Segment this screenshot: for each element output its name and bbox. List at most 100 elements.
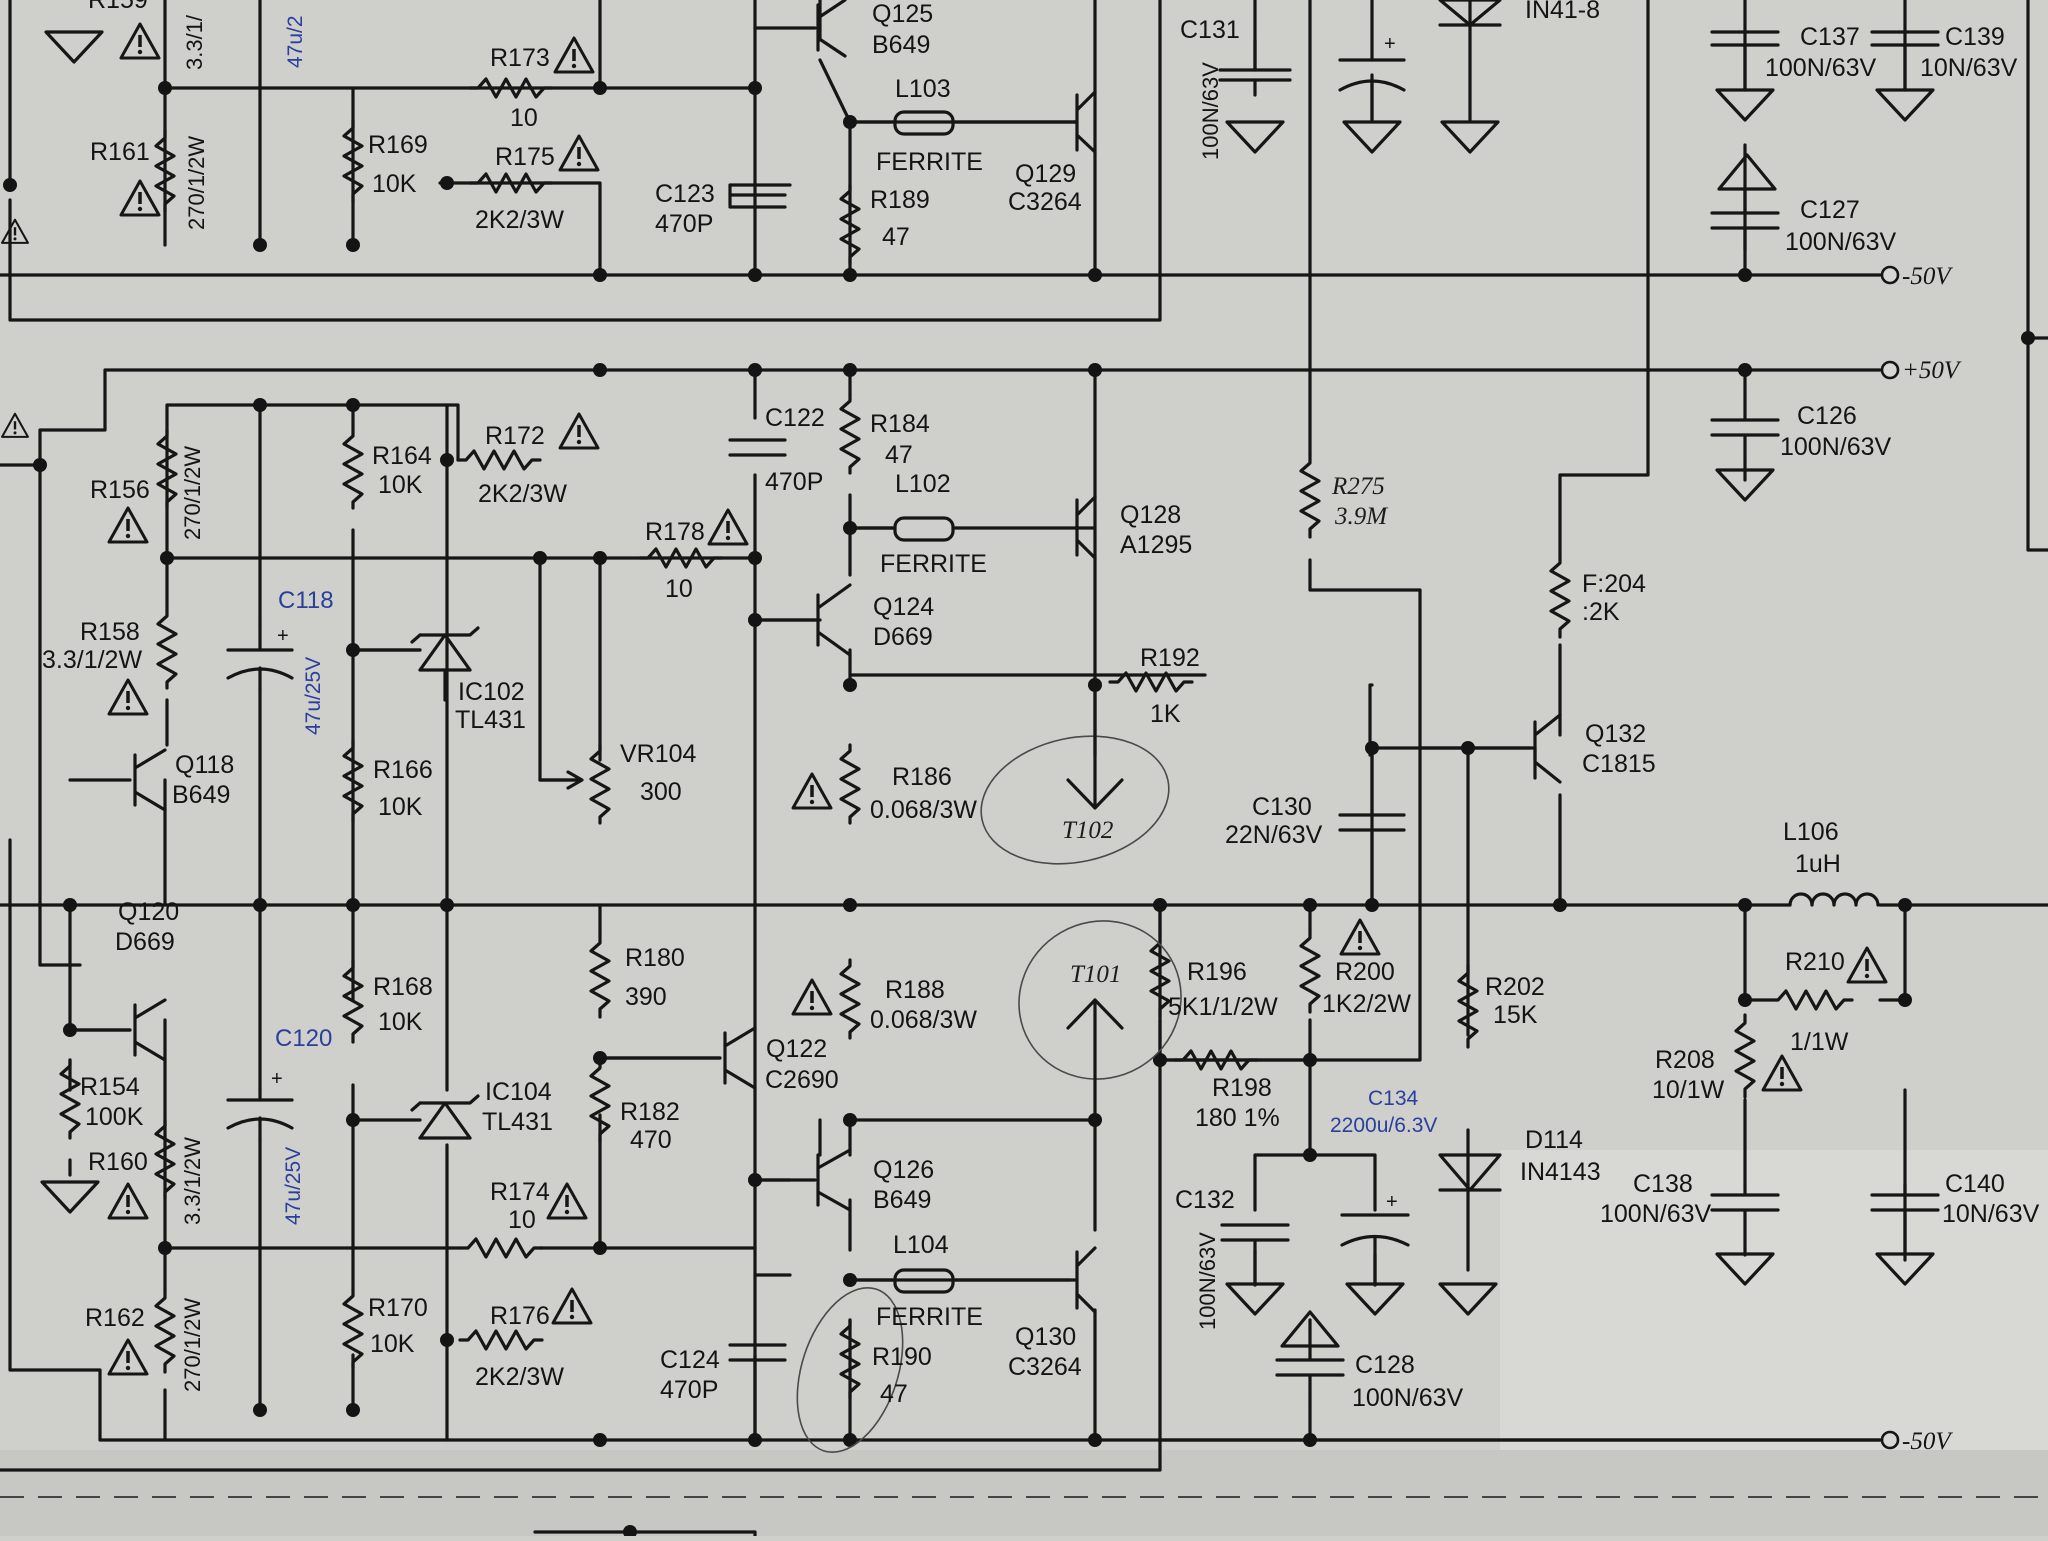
label-r160-val: 3.3/1/2W <box>180 1137 205 1225</box>
capacitor-c140 <box>1870 1183 1940 1257</box>
label-c134-val: 2200u/6.3V <box>1330 1114 1437 1137</box>
label-r164-ref: R164 <box>372 442 432 470</box>
label-r208-val: 10/1W <box>1652 1076 1725 1104</box>
label-c118-ref: C118 <box>278 587 334 614</box>
label-r204-val: :2K <box>1582 598 1620 626</box>
pencil-circle-t102 <box>980 735 1170 865</box>
label-r158-ref: R158 <box>80 618 140 646</box>
label-ic102-ref: IC102 <box>458 678 525 706</box>
label-r188-val: 0.068/3W <box>870 1006 977 1034</box>
resistor-r190 <box>839 1318 861 1400</box>
label-l104-val: FERRITE <box>876 1303 983 1331</box>
capacitor-c128 <box>1275 1328 1345 1402</box>
label-c123-val: 470P <box>655 210 713 238</box>
resistor-r172 <box>456 449 542 471</box>
capacitor-c132 <box>1220 1223 1290 1287</box>
capacitor-c123 <box>728 183 787 209</box>
label-r192-val: 1K <box>1150 700 1181 728</box>
resistor-r158 <box>156 608 178 690</box>
capacitor-c139 <box>1870 30 1940 92</box>
pencil-annotations <box>796 688 1182 1453</box>
zeners-diodes <box>358 0 1502 1192</box>
resistor-r202 <box>1457 963 1479 1049</box>
label-q130-ref: Q130 <box>1015 1323 1076 1351</box>
resistor-r188 <box>839 958 861 1040</box>
transistor-q129 <box>1073 90 1097 154</box>
label-r166-ref: R166 <box>373 756 433 784</box>
label-c131-val: 100N/63V <box>1198 62 1223 160</box>
resistor-r204 <box>1549 553 1571 639</box>
pencil-circle-t101 <box>1018 920 1182 1080</box>
label-ic102-val: TL431 <box>455 706 526 734</box>
label-c138-val: 100N/63V <box>1600 1200 1712 1228</box>
label-c131-ref: C131 <box>1180 16 1240 44</box>
transistor-q122 <box>598 1026 757 1090</box>
resistor-r189 <box>839 183 861 265</box>
label-c137-val: 100N/63V <box>1765 54 1877 82</box>
transistor-q118 <box>68 748 167 812</box>
label-q120-val: D669 <box>115 928 175 956</box>
label-r178-ref: R178 <box>645 518 705 546</box>
zener-ic104 <box>410 1094 480 1140</box>
label-r160-ref: R160 <box>88 1148 148 1176</box>
svg-text:+: + <box>1386 1191 1398 1213</box>
label-r202-val: 15K <box>1493 1001 1538 1029</box>
transistor-q124 <box>758 583 852 657</box>
resistor-r275 <box>1299 453 1321 539</box>
label-r184-ref: R184 <box>870 410 930 438</box>
label-c122-val: 470P <box>765 468 823 496</box>
resistor-r210 <box>1768 989 1854 1011</box>
capacitors <box>226 30 1940 1402</box>
label-r192-ref: R192 <box>1140 644 1200 672</box>
label-q118-val: B649 <box>172 781 230 809</box>
pencil-circle-r190 <box>796 1287 904 1453</box>
label-l103-ref: L103 <box>895 75 951 103</box>
label-r202-ref: R202 <box>1485 973 1545 1001</box>
resistor-r160 <box>154 1118 176 1200</box>
label-r178-val: 10 <box>665 575 693 603</box>
label-r173-val: 10 <box>510 104 538 132</box>
label-r169-ref: R169 <box>368 131 428 159</box>
polarity-marks: + + + + <box>271 33 1398 1213</box>
capacitor-c124 <box>728 1343 787 1362</box>
label-c139-val: 10N/63V <box>1920 54 2018 82</box>
capacitor-c118 <box>226 623 294 692</box>
resistor-r182 <box>589 1058 611 1144</box>
resistor-r200 <box>1299 928 1321 1014</box>
label-c137-ref: C137 <box>1800 23 1860 51</box>
label-c126-val: 100N/63V <box>1780 433 1892 461</box>
resistor-r192 <box>1108 671 1194 693</box>
resistor-r175 <box>468 172 554 194</box>
resistor-r196 <box>1149 933 1171 1019</box>
label-r166-val: 10K <box>378 793 423 821</box>
label-r175-ref: R175 <box>495 143 555 171</box>
label-q124-ref: Q124 <box>873 593 934 621</box>
transistor-q125 <box>753 0 847 58</box>
label-q125-ref: Q125 <box>872 0 933 28</box>
label-c139-ref: C139 <box>1945 23 2005 51</box>
label-r172-val: 2K2/3W <box>478 480 567 508</box>
label-r182-ref: R182 <box>620 1098 680 1126</box>
label-l106-val: 1uH <box>1795 850 1841 878</box>
label-r180-ref: R180 <box>625 944 685 972</box>
label-l102-val: FERRITE <box>880 550 987 578</box>
label-r275-val: 3.9M <box>1334 503 1388 530</box>
inductors <box>848 110 1880 1294</box>
rail-label-minus50-top: -50V <box>1902 263 1953 290</box>
label-r170-val: 10K <box>370 1330 415 1358</box>
label-r198-ref: R198 <box>1212 1074 1272 1102</box>
label-c134-ref: C134 <box>1368 1087 1419 1110</box>
label-t101: T101 <box>1070 961 1121 988</box>
label-d114-val: IN4143 <box>1520 1158 1601 1186</box>
label-ic104-val: TL431 <box>482 1108 553 1136</box>
label-r169-val: 10K <box>372 170 417 198</box>
label-c124-val: 470P <box>660 1376 718 1404</box>
label-r189-val: 47 <box>882 223 910 251</box>
label-r210-val: 1/1W <box>1790 1028 1849 1056</box>
label-r172-ref: R172 <box>485 422 545 450</box>
label-l104-ref: L104 <box>893 1231 949 1259</box>
label-c120-val: 47u/25V <box>282 1147 305 1225</box>
label-c127-ref: C127 <box>1800 196 1860 224</box>
